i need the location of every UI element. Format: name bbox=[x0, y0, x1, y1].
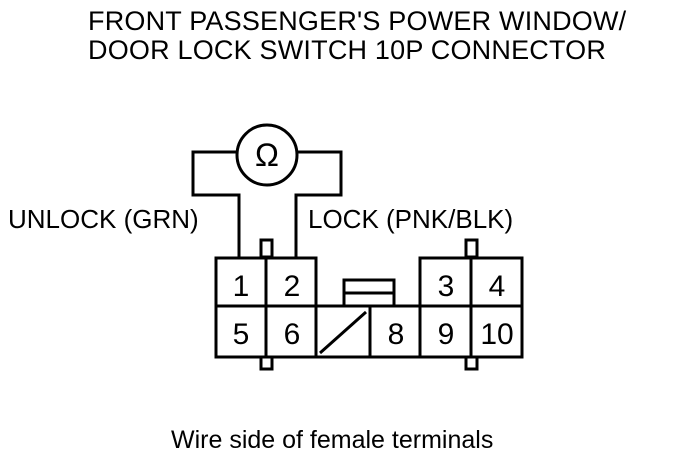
terminal-5: 5 bbox=[233, 318, 250, 351]
terminal-1: 1 bbox=[233, 270, 250, 303]
connector-tab-top-left bbox=[259, 238, 274, 259]
diagram-caption: Wire side of female terminals bbox=[171, 426, 494, 454]
terminal-4: 4 bbox=[489, 270, 506, 303]
terminal-2: 2 bbox=[284, 270, 301, 303]
diagram-title-line-2: DOOR LOCK SWITCH 10P CONNECTOR bbox=[88, 35, 607, 65]
terminal-10: 10 bbox=[480, 318, 513, 351]
ohmmeter-lead-left bbox=[191, 150, 241, 260]
terminal-6: 6 bbox=[284, 318, 301, 351]
empty-cavity-7-mark bbox=[319, 310, 367, 355]
ohmmeter-circle bbox=[235, 123, 299, 187]
connector-tab-top-right bbox=[464, 238, 479, 259]
unlock-wire-label: UNLOCK (GRN) bbox=[8, 204, 199, 234]
lock-wire-label: LOCK (PNK/BLK) bbox=[308, 204, 514, 234]
ohmmeter-lead-right bbox=[294, 150, 343, 260]
terminal-3: 3 bbox=[438, 270, 455, 303]
ohm-symbol-icon: Ω bbox=[255, 137, 279, 173]
diagram-title-line-1: FRONT PASSENGER'S POWER WINDOW/ bbox=[88, 6, 627, 36]
terminal-9: 9 bbox=[438, 318, 455, 351]
terminal-8: 8 bbox=[388, 318, 405, 351]
